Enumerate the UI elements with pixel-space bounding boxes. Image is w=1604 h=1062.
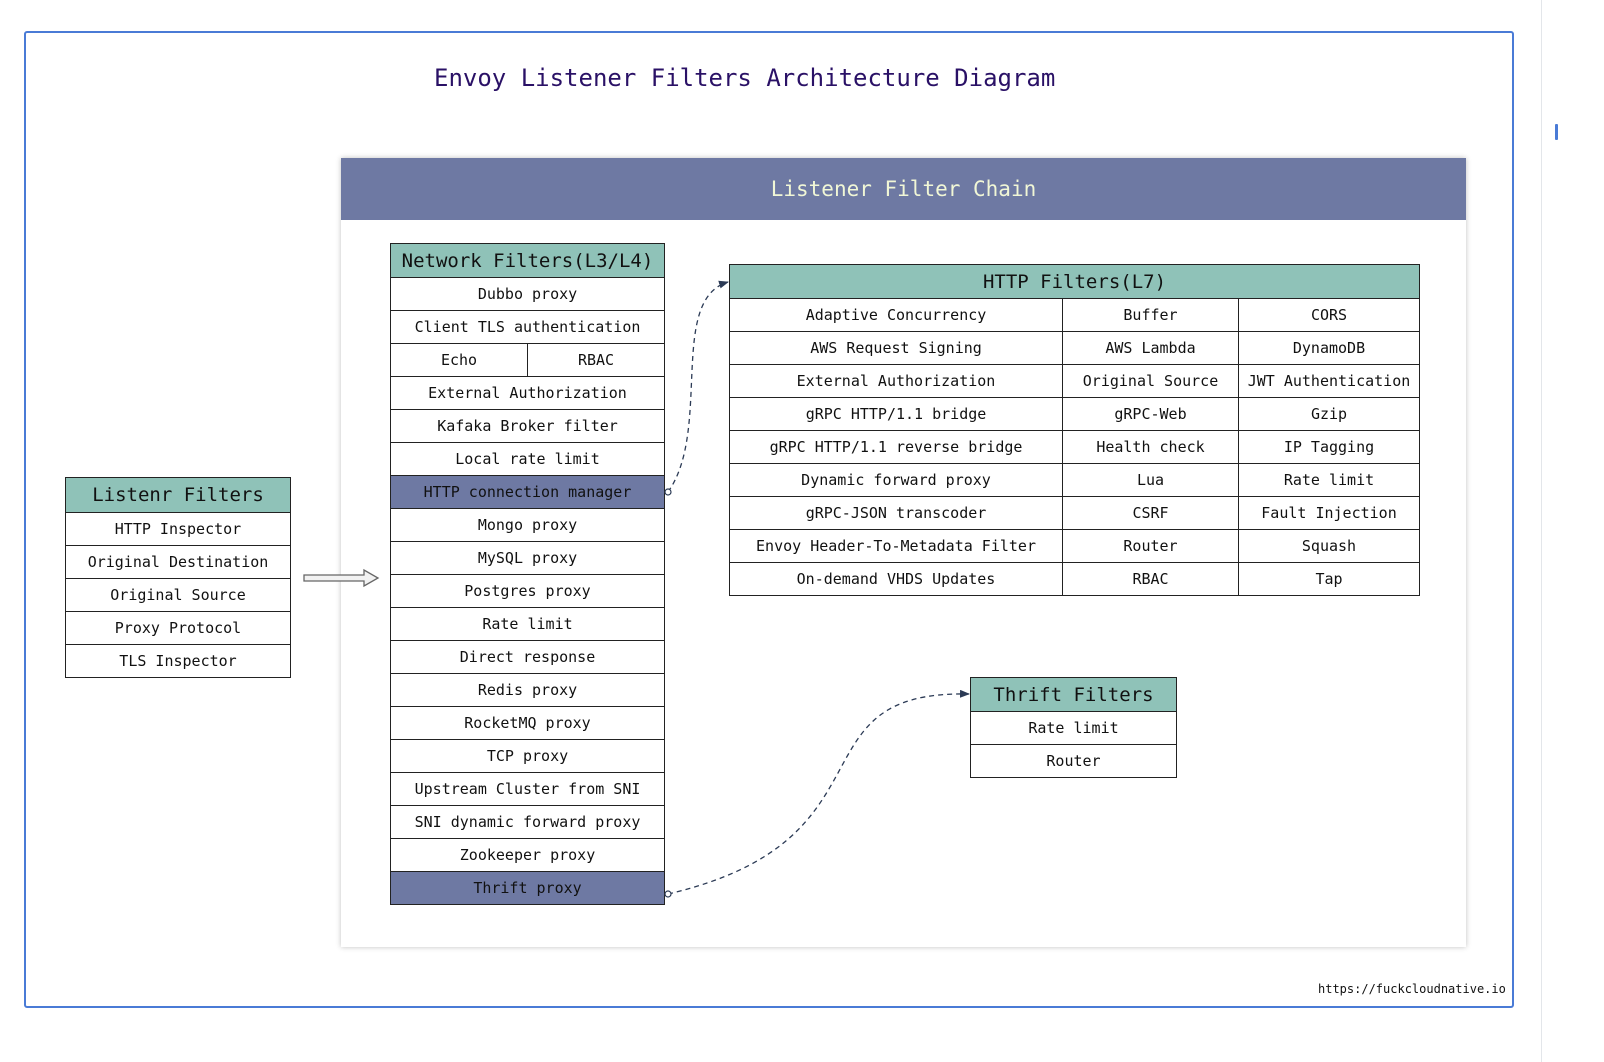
http-filter-item: AWS Lambda — [1062, 331, 1239, 365]
thrift-filters-table: Thrift Filters Rate limit Router — [970, 677, 1177, 778]
http-filter-item: Buffer — [1062, 298, 1239, 332]
network-filter-item: RBAC — [527, 343, 665, 377]
diagram-title: Envoy Listener Filters Architecture Diag… — [434, 64, 1056, 92]
network-filter-item: Postgres proxy — [390, 574, 665, 608]
http-connection-manager-item: HTTP connection manager — [390, 475, 665, 509]
network-filter-item: Upstream Cluster from SNI — [390, 772, 665, 806]
network-filter-item: Mongo proxy — [390, 508, 665, 542]
thrift-filter-item: Rate limit — [970, 711, 1177, 745]
http-filter-item: DynamoDB — [1238, 331, 1420, 365]
http-filter-item: Dynamic forward proxy — [729, 463, 1063, 497]
http-filter-item: CSRF — [1062, 496, 1239, 530]
http-filter-item: Router — [1062, 529, 1239, 563]
listener-filters-title: Listenr Filters — [65, 477, 291, 513]
http-filters-title: HTTP Filters(L7) — [729, 264, 1420, 299]
http-filters-table: HTTP Filters(L7) Adaptive Concurrency Bu… — [729, 264, 1420, 596]
network-filter-item: Redis proxy — [390, 673, 665, 707]
http-filter-item: External Authorization — [729, 364, 1063, 398]
network-filter-item: Kafaka Broker filter — [390, 409, 665, 443]
text-cursor-marker — [1555, 124, 1558, 140]
network-filter-item: Client TLS authentication — [390, 310, 665, 344]
network-filter-item: TCP proxy — [390, 739, 665, 773]
http-filter-item: AWS Request Signing — [729, 331, 1063, 365]
http-filter-item: Squash — [1238, 529, 1420, 563]
http-filter-item: Health check — [1062, 430, 1239, 464]
http-filter-item: RBAC — [1062, 562, 1239, 596]
http-filter-item: On-demand VHDS Updates — [729, 562, 1063, 596]
network-filter-item: SNI dynamic forward proxy — [390, 805, 665, 839]
network-filter-item: Dubbo proxy — [390, 277, 665, 311]
network-filter-item: Rate limit — [390, 607, 665, 641]
network-filter-item: Local rate limit — [390, 442, 665, 476]
thrift-filter-item: Router — [970, 744, 1177, 778]
http-filter-item: Gzip — [1238, 397, 1420, 431]
network-filter-item: External Authorization — [390, 376, 665, 410]
listener-filter-item: HTTP Inspector — [65, 512, 291, 546]
http-filter-item: JWT Authentication — [1238, 364, 1420, 398]
http-filter-item: gRPC-Web — [1062, 397, 1239, 431]
network-filters-title: Network Filters(L3/L4) — [390, 243, 665, 278]
network-filter-item: Direct response — [390, 640, 665, 674]
http-filter-item: Original Source — [1062, 364, 1239, 398]
listener-filter-item: Proxy Protocol — [65, 611, 291, 645]
http-filter-item: IP Tagging — [1238, 430, 1420, 464]
http-filter-item: Lua — [1062, 463, 1239, 497]
thrift-proxy-item: Thrift proxy — [390, 871, 665, 905]
network-filter-item: RocketMQ proxy — [390, 706, 665, 740]
http-filter-item: Fault Injection — [1238, 496, 1420, 530]
footer-url: https://fuckcloudnative.io — [1318, 982, 1506, 996]
listener-filter-chain-header: Listener Filter Chain — [341, 158, 1466, 220]
http-filter-item: gRPC-JSON transcoder — [729, 496, 1063, 530]
listener-filter-item: TLS Inspector — [65, 644, 291, 678]
http-filter-item: Rate limit — [1238, 463, 1420, 497]
network-filter-item: MySQL proxy — [390, 541, 665, 575]
network-filter-item: Zookeeper proxy — [390, 838, 665, 872]
http-filter-item: Adaptive Concurrency — [729, 298, 1063, 332]
listener-filters-table: Listenr Filters HTTP Inspector Original … — [65, 477, 291, 678]
listener-filter-item: Original Source — [65, 578, 291, 612]
network-filter-item: Echo — [390, 343, 528, 377]
http-filter-item: Envoy Header-To-Metadata Filter — [729, 529, 1063, 563]
thrift-filters-title: Thrift Filters — [970, 677, 1177, 712]
panel-divider — [1541, 0, 1542, 1062]
http-filter-item: Tap — [1238, 562, 1420, 596]
network-filters-table: Network Filters(L3/L4) Dubbo proxy Clien… — [390, 243, 665, 905]
http-filter-item: gRPC HTTP/1.1 bridge — [729, 397, 1063, 431]
http-filter-item: gRPC HTTP/1.1 reverse bridge — [729, 430, 1063, 464]
http-filter-item: CORS — [1238, 298, 1420, 332]
listener-filter-item: Original Destination — [65, 545, 291, 579]
